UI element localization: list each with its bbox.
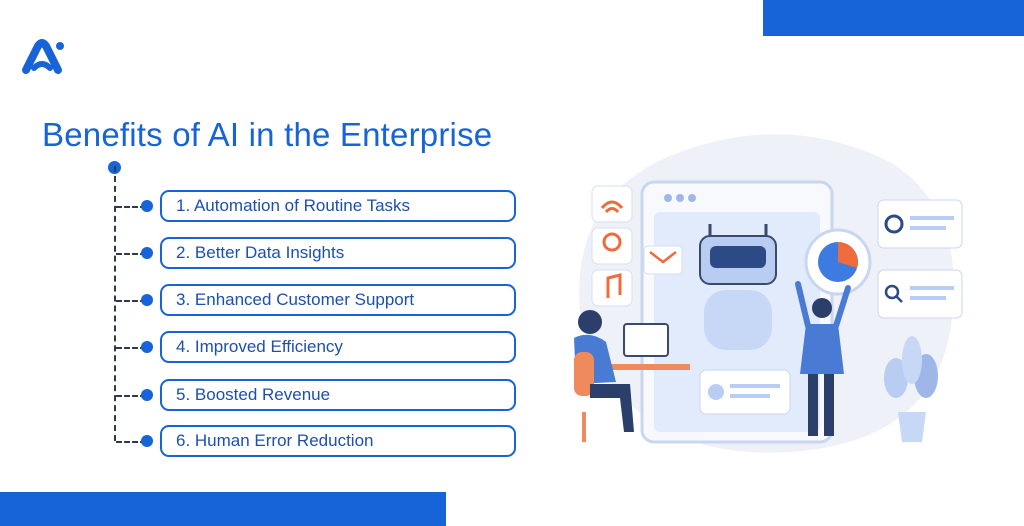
benefit-label: 2. Better Data Insights <box>176 243 345 262</box>
music-note-icon <box>606 273 622 298</box>
benefit-item: 3. Enhanced Customer Support <box>160 284 516 316</box>
benefit-item: 5. Boosted Revenue <box>160 379 516 411</box>
connector-dot <box>141 341 153 353</box>
connector-dot <box>141 294 153 306</box>
connector-dot <box>141 435 153 447</box>
plant-icon <box>884 336 938 442</box>
robot-icon <box>699 224 777 350</box>
logo-icon <box>22 39 64 74</box>
connector-dot <box>141 389 153 401</box>
benefit-item: 2. Better Data Insights <box>160 237 516 269</box>
wifi-icon <box>600 200 624 214</box>
top-accent-bar <box>763 0 1024 36</box>
connector <box>116 300 146 302</box>
benefit-item: 6. Human Error Reduction <box>160 425 516 457</box>
benefit-label: 5. Boosted Revenue <box>176 385 331 404</box>
benefit-item: 4. Improved Efficiency <box>160 331 516 363</box>
connector <box>116 253 146 255</box>
pie-chart-icon <box>804 228 872 296</box>
page-title: Benefits of AI in the Enterprise <box>42 116 493 153</box>
connector <box>116 441 146 443</box>
benefit-label: 1. Automation of Routine Tasks <box>176 196 411 215</box>
bottom-accent-bar <box>0 492 446 526</box>
connector <box>116 206 146 208</box>
benefit-label: 3. Enhanced Customer Support <box>176 290 415 309</box>
connector <box>116 347 146 349</box>
benefit-label: 6. Human Error Reduction <box>176 431 374 450</box>
benefit-item: 1. Automation of Routine Tasks <box>160 190 516 222</box>
mail-icon <box>649 251 677 264</box>
connector-dot <box>141 247 153 259</box>
benefit-label: 4. Improved Efficiency <box>176 337 343 356</box>
connector-dot <box>141 200 153 212</box>
connector <box>116 395 146 397</box>
ai-illustration <box>574 134 963 453</box>
search-icon <box>884 284 900 300</box>
tree-connector-line <box>114 166 116 441</box>
gear-icon <box>884 214 904 234</box>
location-pin-icon <box>602 232 622 252</box>
